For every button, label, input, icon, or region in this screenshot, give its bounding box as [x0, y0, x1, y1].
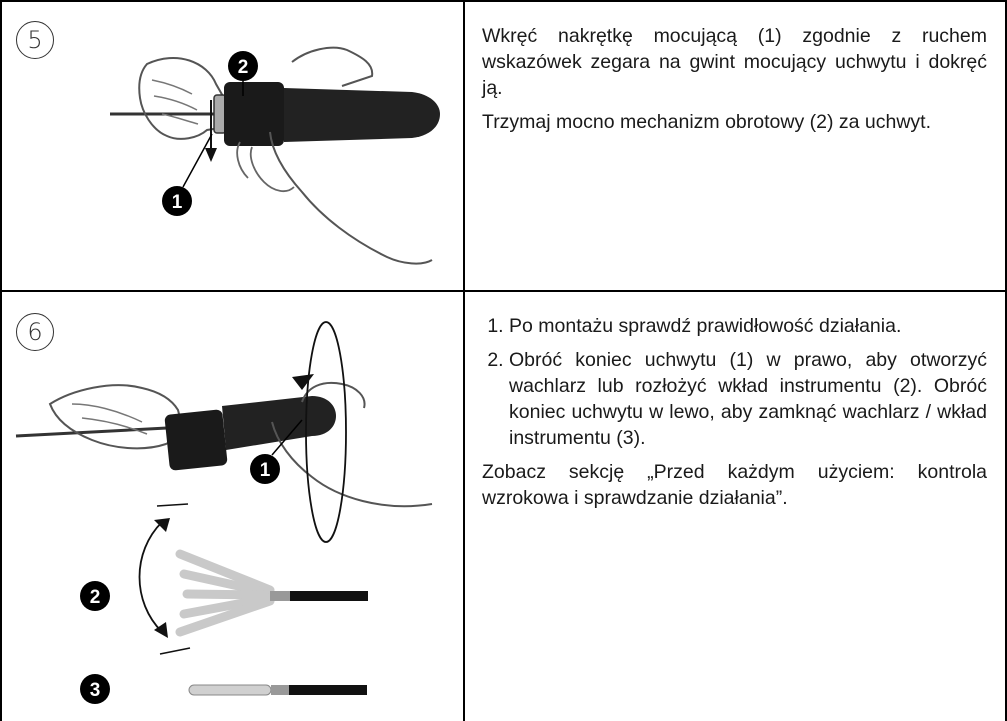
closed-shaft — [289, 685, 367, 695]
step-6-list: Po montażu sprawdź prawidłowość działani… — [482, 313, 987, 451]
list-item: Obróć koniec uchwytu (1) w prawo, aby ot… — [509, 347, 987, 451]
step-5-paragraph-2: Trzymaj mocno mechanizm obrotowy (2) za … — [482, 109, 987, 135]
handle-body — [222, 396, 336, 450]
step-5-paragraph-1: Wkręć nakrętkę mocującą (1) zgodnie z ru… — [482, 23, 987, 101]
fan-shaft — [290, 591, 368, 601]
left-hand-outline — [50, 385, 180, 448]
step-5-text: Wkręć nakrętkę mocującą (1) zgodnie z ru… — [482, 23, 987, 143]
callout-1-label: 1 — [260, 460, 271, 481]
step-number-badge: 5 — [16, 21, 54, 59]
rotation-arrow-head — [292, 374, 314, 390]
table-divider-vertical — [463, 0, 465, 721]
fan-limit-top — [157, 504, 188, 506]
fan-arrow-top — [154, 518, 170, 532]
callout-2-label: 2 — [90, 587, 101, 608]
fan-blades-open — [180, 554, 270, 632]
step-6-illustration: 6 1 — [2, 292, 463, 721]
closed-collar — [271, 685, 289, 695]
step-number: 6 — [27, 318, 42, 346]
step-6-reference: Zobacz sekcję „Przed każdym użyciem: kon… — [482, 459, 987, 511]
closed-insert — [189, 685, 271, 695]
step-5-illustration: 5 2 1 — [2, 2, 463, 290]
callout-1-label: 1 — [172, 192, 183, 213]
step-6-text: Po montażu sprawdź prawidłowość działani… — [482, 313, 987, 519]
step-number-badge: 6 — [16, 313, 54, 351]
callout-1-leader — [183, 134, 212, 187]
fan-open-arc — [140, 522, 163, 632]
left-hand-fingers — [152, 80, 198, 124]
callout-3-label: 3 — [90, 680, 101, 701]
arrow-head — [205, 148, 217, 162]
callout-2-label: 2 — [238, 57, 249, 78]
list-item: Po montażu sprawdź prawidłowość działani… — [509, 313, 987, 339]
fan-collar — [270, 591, 290, 601]
rotation-mechanism — [224, 82, 284, 146]
right-hand-fingers — [237, 142, 294, 191]
fan-limit-bottom — [160, 648, 190, 654]
instrument-shaft — [16, 428, 167, 436]
right-hand-outline — [270, 48, 432, 264]
step-number: 5 — [27, 26, 42, 54]
handle-mounting-drawing: 2 1 — [2, 2, 463, 290]
rotation-mechanism — [164, 409, 228, 471]
operation-check-drawing: 1 2 3 — [2, 292, 463, 721]
left-hand-fingers — [72, 404, 147, 434]
handle-body — [284, 88, 440, 142]
